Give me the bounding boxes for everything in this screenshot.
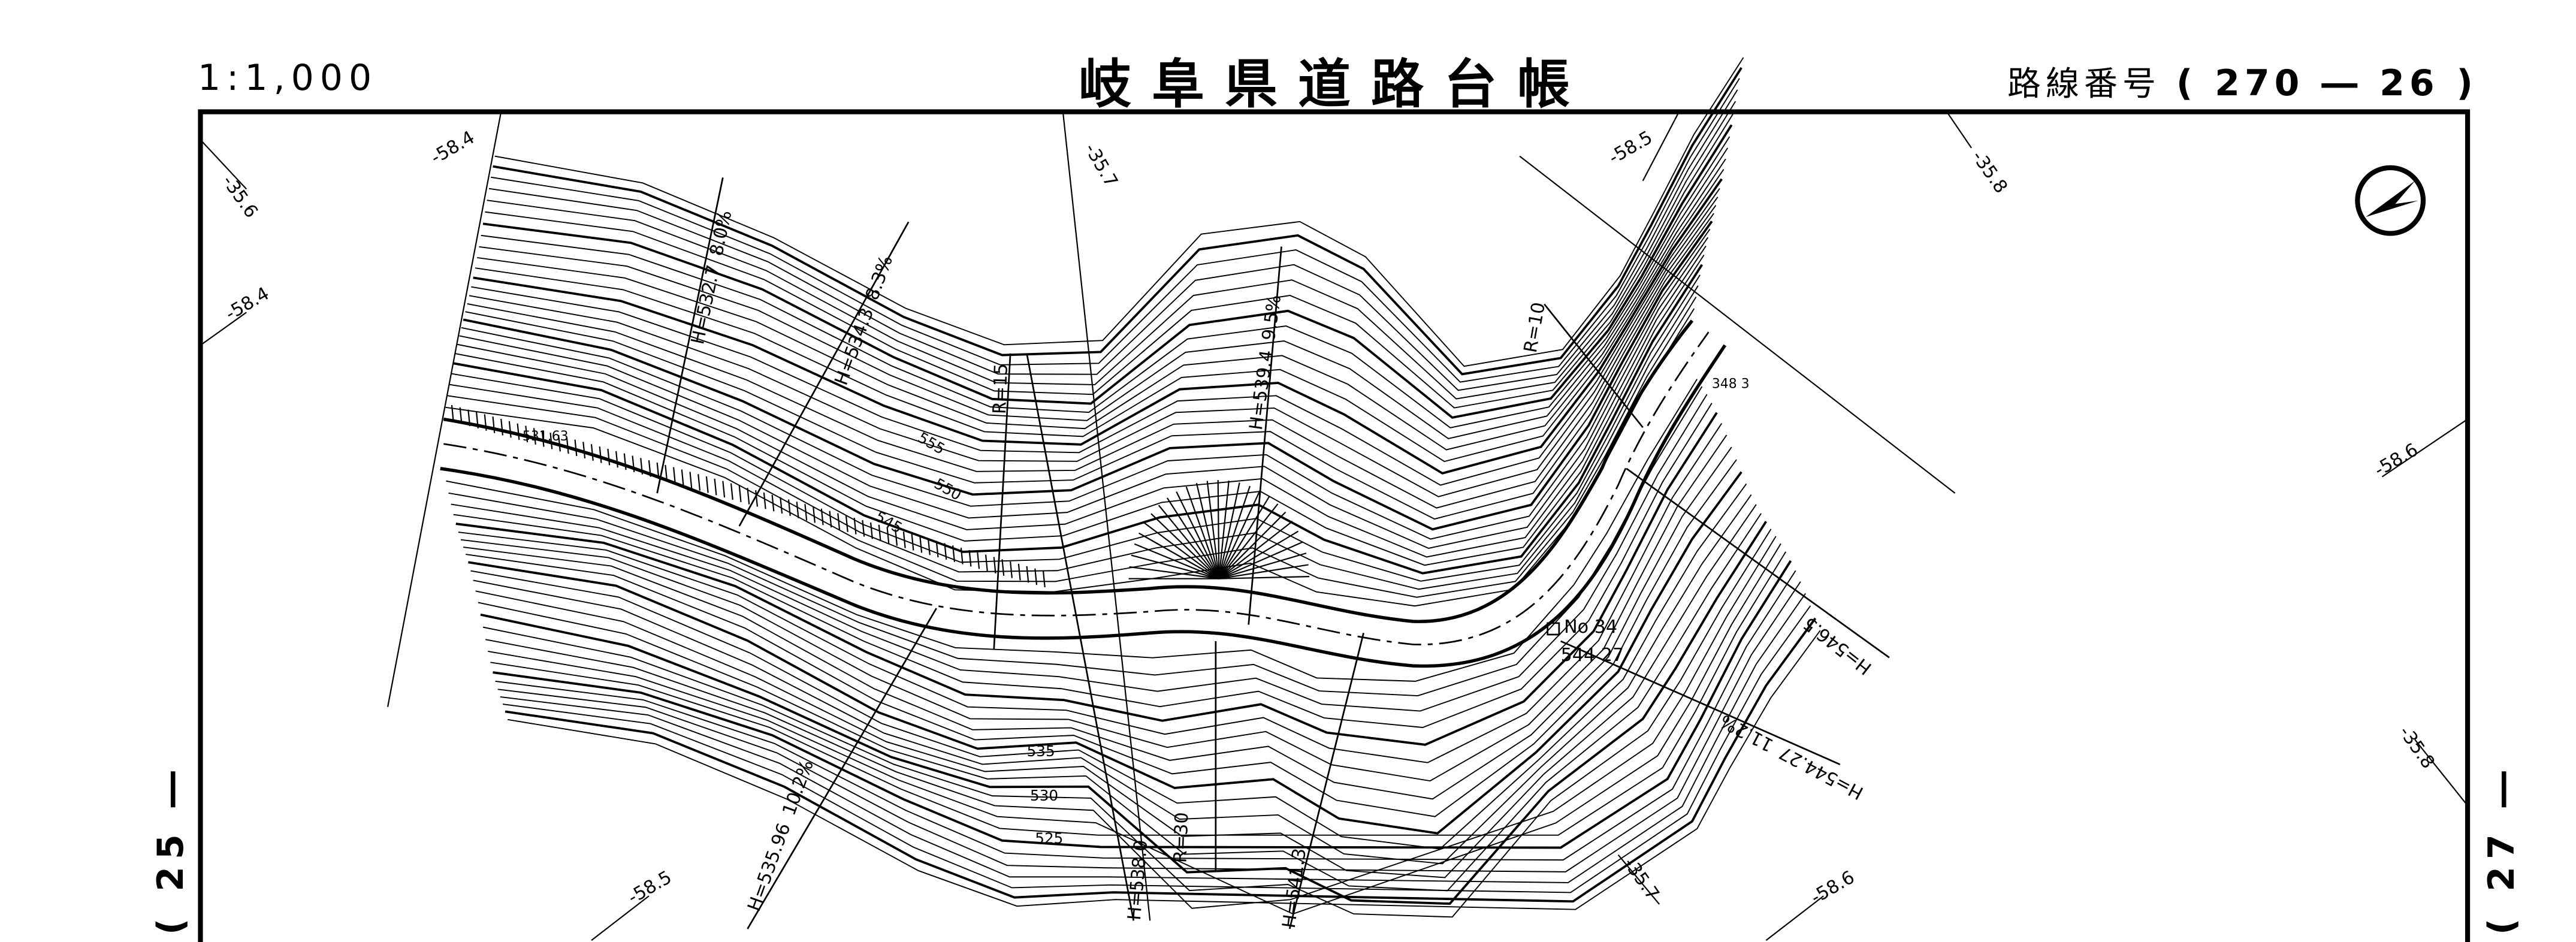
contour-line bbox=[497, 581, 1801, 872]
grid-label: -58.4 bbox=[222, 283, 273, 325]
contour-line bbox=[466, 459, 1737, 817]
grid-lines bbox=[200, 111, 2468, 941]
contour-line bbox=[493, 67, 1743, 376]
contour-line bbox=[446, 379, 1698, 682]
contour-line bbox=[475, 504, 1757, 878]
contour-line bbox=[463, 446, 1732, 800]
map-scale: 1:1,000 bbox=[198, 57, 378, 99]
contour-line bbox=[482, 124, 1733, 419]
profile-grade: 9.5% bbox=[1258, 294, 1285, 342]
contour-line bbox=[478, 513, 1762, 892]
contour-line bbox=[461, 228, 1711, 540]
contour-line bbox=[491, 78, 1740, 383]
contour-line bbox=[505, 617, 1817, 903]
grid-label: -35.7 bbox=[1080, 140, 1122, 191]
profile-grade: 11.2% bbox=[1717, 710, 1777, 756]
profile-elevation: H=535.96 bbox=[744, 820, 795, 914]
spot-elevation: 531.63 bbox=[523, 429, 569, 444]
contour-line bbox=[473, 178, 1723, 475]
benchmark-station: No 34 bbox=[1564, 617, 1617, 638]
contour-line bbox=[467, 205, 1717, 509]
contour-line bbox=[487, 101, 1737, 400]
contour-line bbox=[463, 221, 1713, 531]
map-frame bbox=[198, 109, 2471, 942]
contour-line bbox=[455, 412, 1718, 746]
contour-label: 535 bbox=[1027, 742, 1055, 760]
profile-label: H=544.2711.2% bbox=[1717, 710, 1867, 804]
grid-label: -35.6 bbox=[218, 171, 262, 222]
contour-line bbox=[468, 471, 1743, 835]
contour-line bbox=[473, 494, 1752, 865]
contour-line bbox=[481, 136, 1731, 428]
hachures bbox=[451, 404, 1310, 588]
contour-line bbox=[480, 521, 1767, 905]
contour-line bbox=[471, 188, 1720, 486]
contour-line bbox=[485, 113, 1734, 409]
route-number-value: ( 270 ― 26 ) bbox=[2176, 62, 2478, 104]
contour-line bbox=[457, 245, 1707, 558]
contour-label: 550 bbox=[931, 475, 964, 504]
contour-line bbox=[451, 394, 1708, 712]
contour-line bbox=[485, 536, 1777, 909]
route-number: 路線番号 ( 270 ― 26 ) bbox=[2007, 57, 2478, 105]
contour-line bbox=[488, 89, 1738, 391]
profile-elevation: H=546.5 bbox=[1799, 612, 1876, 678]
curve-radius: R=10 bbox=[1520, 301, 1550, 354]
contour-line bbox=[494, 57, 1744, 367]
grid-label: -35.8 bbox=[1968, 147, 2012, 197]
north-arrow-icon bbox=[2355, 165, 2426, 236]
grid-label: -58.6 bbox=[2370, 439, 2421, 481]
curve-radius: R=30 bbox=[1170, 812, 1193, 864]
contour-line bbox=[495, 570, 1796, 861]
contour-line bbox=[502, 605, 1811, 893]
contour-line bbox=[459, 237, 1709, 549]
contour-line bbox=[453, 403, 1713, 728]
contour-line bbox=[447, 296, 1697, 598]
contour-line bbox=[493, 560, 1792, 849]
grid-label: -58.4 bbox=[427, 127, 478, 168]
route-label: 路線番号 bbox=[2007, 65, 2161, 104]
contour-line bbox=[479, 147, 1728, 439]
contour-line bbox=[477, 158, 1726, 451]
contour-label: 545 bbox=[872, 508, 905, 537]
contour-line bbox=[453, 264, 1704, 575]
profile-lines bbox=[656, 177, 1890, 929]
contour-lines bbox=[445, 57, 1821, 918]
curve-radius: R=15 bbox=[989, 363, 1012, 415]
grid-label: -35.7 bbox=[1619, 854, 1663, 904]
contour-line bbox=[470, 483, 1747, 850]
contour-line bbox=[475, 169, 1725, 463]
contour-line bbox=[458, 422, 1723, 763]
contour-line bbox=[465, 213, 1714, 520]
profile-label: H=535.9610.2% bbox=[744, 757, 818, 914]
contour-line bbox=[460, 434, 1728, 782]
grid-label: -58.5 bbox=[624, 866, 675, 908]
contour-line bbox=[490, 551, 1787, 836]
contour-line bbox=[508, 630, 1821, 910]
contour-line bbox=[469, 197, 1719, 497]
contour-line bbox=[482, 529, 1772, 918]
north-arrow-needle-icon bbox=[2366, 180, 2418, 218]
benchmark-icon bbox=[1547, 622, 1560, 636]
road-alignment bbox=[440, 319, 1727, 668]
grid-label: -58.6 bbox=[1807, 866, 1858, 908]
profile-grade: 8.3% bbox=[862, 253, 897, 303]
contour-label: 525 bbox=[1035, 829, 1063, 847]
contour-label: 530 bbox=[1030, 787, 1058, 804]
profile-elevation: H=544.27 bbox=[1776, 742, 1867, 804]
profile-elevation: H=538.0 bbox=[1124, 839, 1152, 921]
grid-label: -58.5 bbox=[1605, 127, 1656, 168]
profile-elevation: H=539.4 bbox=[1246, 349, 1278, 431]
page-title: 岐阜県道路台帳 bbox=[1079, 53, 1591, 115]
grid-label: -35.8 bbox=[2394, 722, 2438, 772]
benchmark-elevation: 544 27 bbox=[1561, 645, 1624, 666]
profile-grade: 8.0% bbox=[706, 209, 736, 258]
spot-elevation: 348 3 bbox=[1712, 376, 1750, 391]
